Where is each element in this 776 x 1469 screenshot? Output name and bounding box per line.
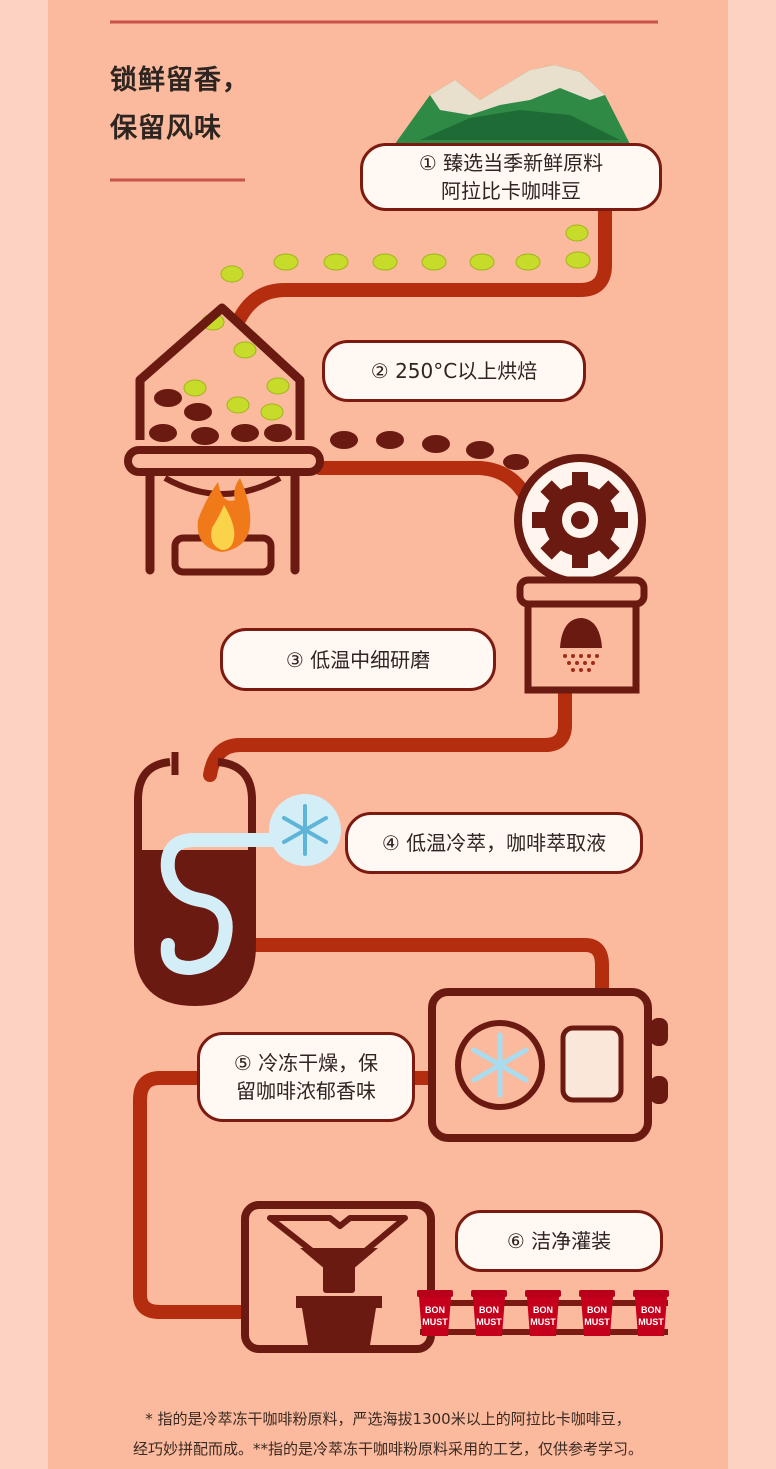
step-2-bubble: ② 250°C以上烘焙 [322, 340, 586, 402]
cup-brand-line1: BON [641, 1305, 661, 1315]
step-6-label: ⑥ 洁净灌装 [506, 1229, 612, 1253]
snowflake-icon [471, 1032, 529, 1098]
freeze-dryer-icon [428, 988, 668, 1142]
cup-brand-line1: BON [587, 1305, 607, 1315]
step-4-label: ④ 低温冷萃，咖啡萃取液 [381, 831, 607, 855]
grinder-box-icon [516, 576, 648, 694]
mountain-icon [392, 65, 632, 148]
step-5-bubble: ⑤ 冷冻干燥，保 留咖啡浓郁香味 [197, 1032, 415, 1122]
roaster-icon [124, 303, 324, 576]
cup-brand-line2: MUST [584, 1317, 610, 1327]
grinder-gear-icon [514, 454, 646, 586]
cup-brand-line1: BON [425, 1305, 445, 1315]
cup-brand-line2: MUST [638, 1317, 664, 1327]
cup-brand-line1: BON [533, 1305, 553, 1315]
step-6-bubble: ⑥ 洁净灌装 [455, 1210, 663, 1272]
step-5-line2: 留咖啡浓郁香味 [236, 1079, 376, 1103]
coffee-cup-icon: BON MUST [471, 1290, 507, 1336]
coffee-cup-icon: BON MUST [579, 1290, 615, 1336]
footnote-line2: 经巧妙拼配而成。**指的是冷萃冻干咖啡粉原料采用的工艺，仅供参考学习。 [132, 1440, 643, 1458]
step-4-bubble: ④ 低温冷萃，咖啡萃取液 [345, 812, 643, 874]
coffee-cup-icon: BON MUST [525, 1290, 561, 1336]
page-title-line1: 锁鲜留香， [110, 65, 250, 96]
step-1-line1: ① 臻选当季新鲜原料 [418, 151, 604, 175]
coffee-cup-icon: BON MUST [633, 1290, 669, 1336]
pipes [133, 203, 612, 1319]
filling-machine-icon [241, 1201, 435, 1353]
page-title-line2: 保留风味 [110, 113, 222, 144]
step-5-line1: ⑤ 冷冻干燥，保 [233, 1051, 379, 1075]
green-coffee-beans [183, 224, 591, 421]
step-1-line2: 阿拉比卡咖啡豆 [441, 179, 581, 203]
cup-brand-line2: MUST [422, 1317, 448, 1327]
coffee-cups: BON MUST BON MUST BON MUST BON MUST BON MUST [417, 1290, 669, 1336]
footnote-line1: * 指的是冷萃冻干咖啡粉原料，严选海拔1300米以上的阿拉比卡咖啡豆， [145, 1410, 631, 1428]
cold-brew-tank-icon [134, 752, 341, 1007]
step-2-label: ② 250°C以上烘焙 [370, 359, 538, 383]
roasted-coffee-beans [330, 431, 529, 470]
step-1-bubble: ① 臻选当季新鲜原料 阿拉比卡咖啡豆 [360, 143, 662, 211]
cup-brand-line2: MUST [476, 1317, 502, 1327]
step-3-label: ③ 低温中细研磨 [285, 647, 431, 672]
cup-brand-line1: BON [479, 1305, 499, 1315]
step-3-bubble: ③ 低温中细研磨 [220, 628, 496, 691]
coffee-cup-icon: BON MUST [417, 1290, 453, 1336]
cup-brand-line2: MUST [530, 1317, 556, 1327]
